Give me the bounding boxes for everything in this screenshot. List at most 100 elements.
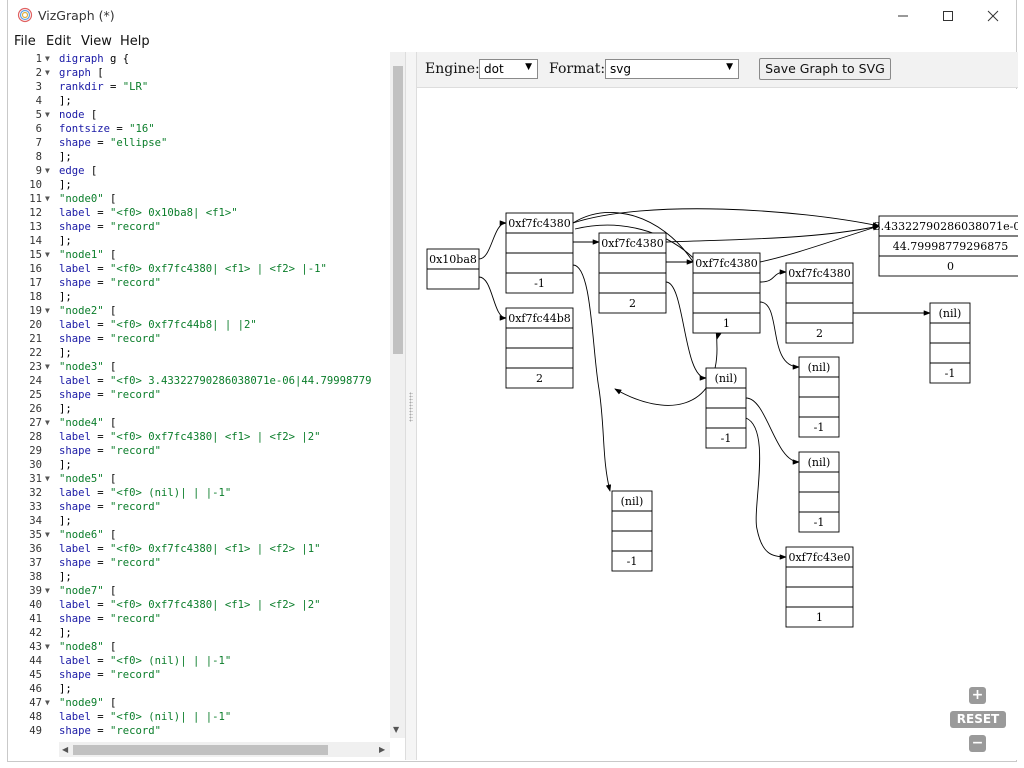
zoom-out-button[interactable]: − [969,735,986,752]
scroll-right-arrow-icon[interactable]: ▶ [379,745,386,754]
code-line[interactable]: 15▼"node1" [ [8,248,389,262]
code-line[interactable]: 8]; [8,150,389,164]
fold-toggle-icon[interactable]: ▼ [45,110,50,119]
vertical-scroll-thumb[interactable] [393,66,403,354]
scroll-left-arrow-icon[interactable]: ◀ [62,745,69,754]
code-line[interactable]: 22]; [8,346,389,360]
code-line[interactable]: 42]; [8,626,389,640]
code-line[interactable]: 1▼digraph g { [8,52,389,66]
code-line[interactable]: 23▼"node3" [ [8,360,389,374]
code-line[interactable]: 11▼"node0" [ [8,192,389,206]
minimize-button[interactable] [880,0,926,31]
graph-node-node9[interactable]: (nil)-1 [798,356,840,438]
scroll-down-arrow-icon[interactable]: ▼ [393,725,400,734]
fold-toggle-icon[interactable]: ▼ [45,306,50,315]
graph-node-node10[interactable]: (nil)-1 [929,302,971,384]
code-line[interactable]: 27▼"node4" [ [8,416,389,430]
code-line[interactable]: 38]; [8,570,389,584]
code-line[interactable]: 31▼"node5" [ [8,472,389,486]
fold-toggle-icon[interactable]: ▼ [45,166,50,175]
pane-splitter[interactable] [405,52,417,760]
code-line[interactable]: 4]; [8,94,389,108]
format-select[interactable]: svg ▼ [605,59,739,79]
fold-toggle-icon[interactable]: ▼ [45,68,50,77]
horizontal-scrollbar[interactable]: ◀ ▶ [59,742,390,757]
code-line[interactable]: 5▼node [ [8,108,389,122]
fold-toggle-icon[interactable]: ▼ [45,698,50,707]
fold-toggle-icon[interactable]: ▼ [45,530,50,539]
splitter-grip-icon[interactable] [409,392,413,422]
zoom-reset-button[interactable]: RESET [950,711,1006,728]
fold-toggle-icon[interactable]: ▼ [45,250,50,259]
graph-node-node0[interactable]: 0x10ba8 [426,248,480,290]
graph-node-node5[interactable]: (nil)-1 [611,490,653,572]
graph-node-node1[interactable]: 0xf7fc4380-1 [505,212,574,294]
fold-toggle-icon[interactable]: ▼ [45,194,50,203]
code-line[interactable]: 10]; [8,178,389,192]
menu-help[interactable]: Help [120,34,150,49]
menu-file[interactable]: File [14,34,36,49]
fold-toggle-icon[interactable]: ▼ [45,54,50,63]
code-line[interactable]: 39▼"node7" [ [8,584,389,598]
zoom-in-button[interactable]: + [969,687,986,704]
maximize-button[interactable] [925,0,971,31]
code-line[interactable]: 35▼"node6" [ [8,528,389,542]
graph-node-node8[interactable]: (nil)-1 [705,367,747,449]
horizontal-scroll-thumb[interactable] [73,745,328,755]
code-line[interactable]: 26]; [8,402,389,416]
close-button[interactable] [970,0,1016,31]
graph-node-node11[interactable]: (nil)-1 [798,451,840,533]
code-line[interactable]: 19▼"node2" [ [8,304,389,318]
fold-toggle-icon[interactable]: ▼ [45,642,50,651]
code-line[interactable]: 47▼"node9" [ [8,696,389,710]
vertical-scrollbar[interactable]: ▼ [390,52,405,738]
save-graph-button[interactable]: Save Graph to SVG [759,58,891,80]
graph-node-node3[interactable]: 3.43322790286038071e-0644.79998779296875… [874,215,1024,277]
fold-toggle-icon[interactable]: ▼ [45,418,50,427]
menu-edit[interactable]: Edit [46,34,72,49]
fold-toggle-icon[interactable]: ▼ [45,474,50,483]
code-line[interactable]: 18]; [8,290,389,304]
code-line[interactable]: 14]; [8,234,389,248]
code-line[interactable]: 30]; [8,458,389,472]
fold-toggle-icon[interactable]: ▼ [45,586,50,595]
code-line[interactable]: 9▼edge [ [8,164,389,178]
code-line[interactable]: 2▼graph [ [8,66,389,80]
code-line[interactable]: 43▼"node8" [ [8,640,389,654]
engine-select[interactable]: dot ▼ [479,59,538,79]
code-line[interactable]: 46]; [8,682,389,696]
fold-toggle-icon[interactable]: ▼ [45,362,50,371]
code-line[interactable]: 34]; [8,514,389,528]
menu-view[interactable]: View [81,34,112,49]
